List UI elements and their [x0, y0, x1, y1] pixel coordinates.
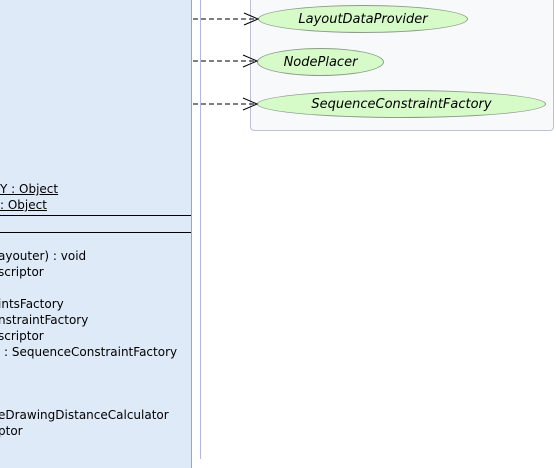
- method-line: ptor: [0, 424, 23, 438]
- interface-ellipse-sequence-constraint-factory: SequenceConstraintFactory: [257, 90, 546, 118]
- method-line: ayouter) : void: [0, 249, 87, 263]
- method-separator: [0, 232, 191, 233]
- interface-ellipse-node-placer: NodePlacer: [257, 48, 384, 76]
- method-line: : SequenceConstraintFactory: [4, 345, 178, 359]
- method-line: intsFactory: [0, 297, 64, 311]
- attribute-separator: [0, 215, 191, 216]
- attribute-line: Y : Object: [0, 182, 59, 196]
- method-line: eDrawingDistanceCalculator: [0, 408, 169, 422]
- arrowhead-icon: [242, 97, 259, 111]
- arrowhead-icon: [243, 12, 260, 26]
- class-box: Y : Object : Object ayouter) : void scri…: [0, 0, 192, 468]
- lane-divider: [200, 0, 201, 459]
- method-line: scriptor: [0, 329, 44, 343]
- interface-ellipse-layout-data-provider: LayoutDataProvider: [258, 5, 468, 33]
- attribute-line: : Object: [0, 198, 47, 212]
- method-line: scriptor: [0, 265, 44, 279]
- method-line: nstraintFactory: [0, 313, 89, 327]
- arrowhead-icon: [242, 54, 259, 68]
